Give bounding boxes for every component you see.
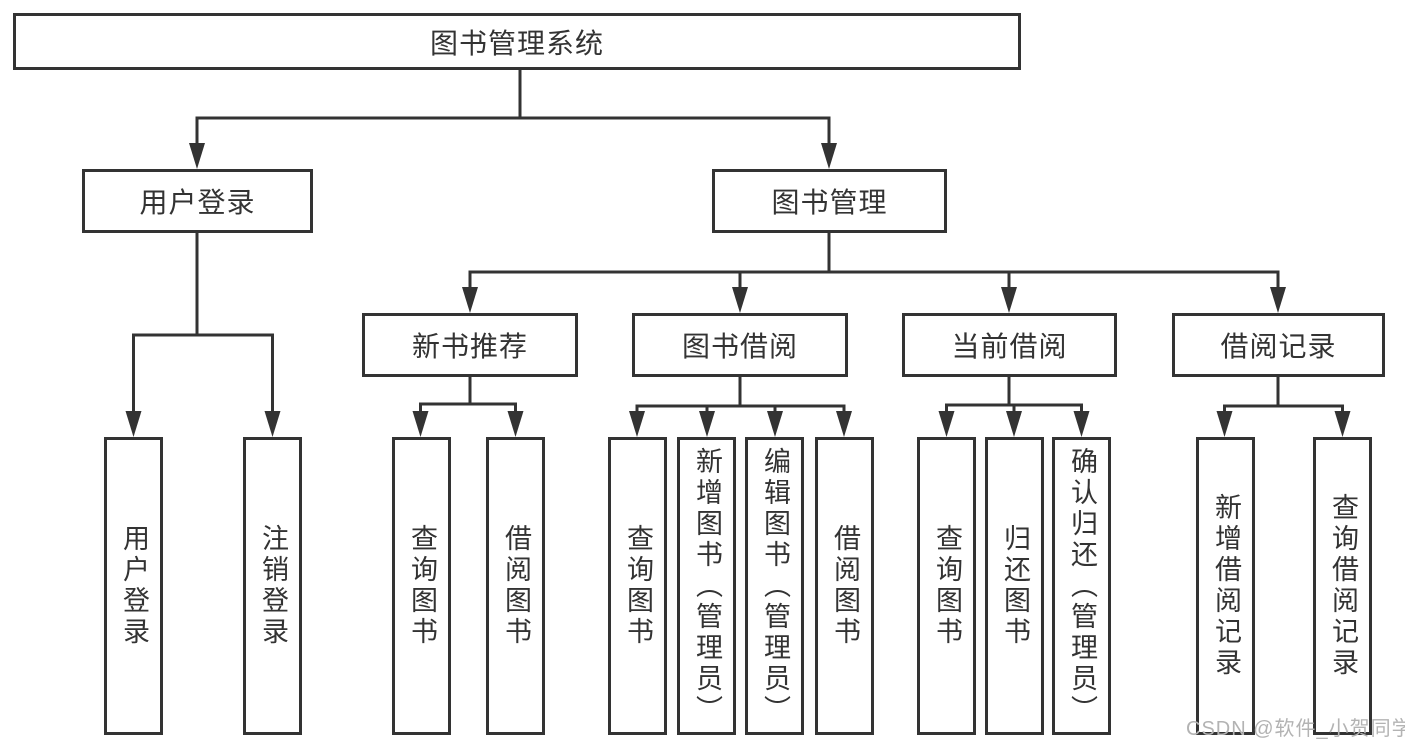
leaf-edit-books-admin: 编辑图书（管理员）	[745, 437, 804, 735]
leaf-confirm-return-admin-label: 确认归还（管理员）	[1067, 446, 1097, 726]
leaf-add-borrow-record: 新增借阅记录	[1196, 437, 1255, 735]
leaf-query-borrow-record: 查询借阅记录	[1313, 437, 1372, 735]
leaf-query-books-borrowing: 查询图书	[608, 437, 667, 735]
node-user-login: 用户登录	[82, 169, 313, 233]
leaf-confirm-return-admin: 确认归还（管理员）	[1052, 437, 1111, 735]
node-new-book-recommendation: 新书推荐	[362, 313, 578, 377]
leaf-borrow-books-recommend-label: 借阅图书	[501, 524, 531, 648]
leaf-user-login-label: 用户登录	[119, 524, 149, 648]
leaf-query-books-recommend-label: 查询图书	[407, 524, 437, 648]
leaf-logout-label: 注销登录	[258, 524, 288, 648]
leaf-return-books: 归还图书	[985, 437, 1044, 735]
leaf-add-books-admin-label: 新增图书（管理员）	[692, 446, 722, 726]
node-library-system: 图书管理系统	[13, 13, 1021, 70]
node-borrowing-records: 借阅记录	[1172, 313, 1385, 377]
leaf-borrow-books-borrowing-label: 借阅图书	[830, 524, 860, 648]
node-book-borrowing: 图书借阅	[632, 313, 848, 377]
leaf-query-borrow-record-label: 查询借阅记录	[1328, 493, 1358, 679]
leaf-query-books-recommend: 查询图书	[392, 437, 451, 735]
watermark: CSDN @软件_小贺同学	[1186, 718, 1405, 740]
leaf-query-books-borrowing-label: 查询图书	[623, 524, 653, 648]
leaf-add-borrow-record-label: 新增借阅记录	[1211, 493, 1241, 679]
node-current-borrowing: 当前借阅	[902, 313, 1117, 377]
leaf-return-books-label: 归还图书	[1000, 524, 1030, 648]
leaf-logout: 注销登录	[243, 437, 302, 735]
leaf-borrow-books-borrowing: 借阅图书	[815, 437, 874, 735]
arrowhead-icons	[125, 143, 1351, 437]
leaf-query-books-current: 查询图书	[917, 437, 976, 735]
leaf-edit-books-admin-label: 编辑图书（管理员）	[760, 446, 790, 726]
leaf-query-books-current-label: 查询图书	[932, 524, 962, 648]
node-book-management: 图书管理	[712, 169, 947, 233]
leaf-user-login: 用户登录	[104, 437, 163, 735]
leaf-borrow-books-recommend: 借阅图书	[486, 437, 545, 735]
leaf-add-books-admin: 新增图书（管理员）	[677, 437, 736, 735]
